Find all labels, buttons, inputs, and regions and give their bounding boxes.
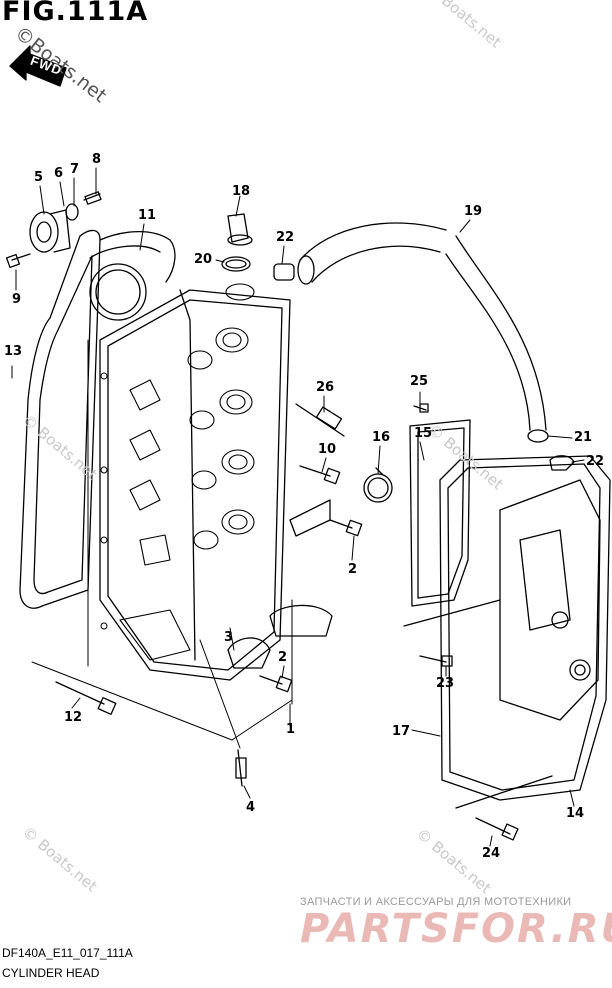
callout-8: 8 — [92, 152, 102, 167]
callout-17: 17 — [392, 724, 411, 739]
callout-5: 5 — [34, 170, 44, 185]
bolts — [55, 403, 519, 841]
callout-24: 24 — [482, 846, 501, 861]
water-outlet-parts — [5, 191, 102, 269]
callout-22b: 22 — [586, 454, 605, 469]
brand-logo: PARTSFOR.RU — [300, 906, 612, 952]
callout-9: 9 — [12, 292, 22, 307]
head-gasket — [19, 229, 176, 609]
callout-25: 25 — [410, 374, 429, 389]
callout-10: 10 — [318, 442, 337, 457]
brand-tagline: ЗАПЧАСТИ И АКСЕССУАРЫ ДЛЯ МОТОТЕХНИКИ — [300, 896, 572, 908]
callout-leaders — [11, 167, 585, 847]
callout-13: 13 — [4, 344, 23, 359]
head-cover — [403, 455, 611, 809]
cylinder-head — [99, 283, 291, 681]
callout-19: 19 — [464, 204, 483, 219]
callout-18: 18 — [232, 184, 251, 199]
callout-15: 15 — [414, 426, 433, 441]
callout-3: 3 — [224, 630, 234, 645]
fwd-arrow-icon — [9, 45, 67, 87]
callout-6: 6 — [54, 166, 64, 181]
breather-hose — [273, 222, 575, 471]
callout-21: 21 — [574, 430, 593, 445]
callout-14: 14 — [566, 806, 585, 821]
figure-code: DF140A_E11_017_111A — [2, 946, 133, 960]
callout-16: 16 — [372, 430, 391, 445]
callout-7: 7 — [70, 162, 80, 177]
callout-2a: 2 — [348, 562, 358, 577]
cover-gasket — [409, 419, 471, 607]
assembly-reference-lines — [31, 339, 293, 749]
callout-26: 26 — [316, 380, 335, 395]
callout-12: 12 — [64, 710, 83, 725]
cam-cap-parts — [227, 499, 333, 669]
spark-plug — [295, 403, 345, 437]
callout-23: 23 — [436, 676, 455, 691]
figure-name: CYLINDER HEAD — [2, 966, 100, 980]
callout-22: 22 — [276, 230, 295, 245]
callout-4: 4 — [246, 800, 256, 815]
figure-title: FIG.111A — [2, 0, 149, 27]
oil-filler-cap — [221, 213, 253, 272]
callout-2b: 2 — [278, 650, 288, 665]
callout-20: 20 — [194, 252, 213, 267]
callout-1: 1 — [286, 722, 296, 737]
callout-11: 11 — [138, 208, 157, 223]
